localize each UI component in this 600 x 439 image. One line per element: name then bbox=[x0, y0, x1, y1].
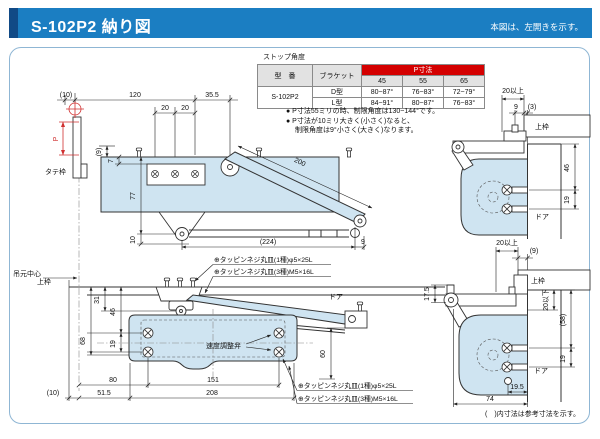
dim-20a-label: 20 bbox=[161, 105, 169, 112]
reference-note: ( )内寸法は参考寸法を示す。 bbox=[485, 411, 580, 418]
dim-151-label: 151 bbox=[207, 377, 219, 384]
vertical-frame-label: タテ枠 bbox=[45, 167, 66, 176]
title-accent-block bbox=[9, 8, 18, 38]
valve-label: 速度調整弁 bbox=[206, 341, 241, 350]
page-title: S-102P2 納り図 bbox=[31, 13, 151, 37]
door-section bbox=[527, 143, 562, 239]
dim-9-label: 9 bbox=[514, 104, 518, 111]
side-view-top: 20以上 9 (3) 上枠 ドア 46 19 bbox=[451, 86, 591, 239]
dim-19-label: 19 bbox=[564, 196, 571, 204]
arm-end-bracket bbox=[344, 310, 368, 329]
dim-19-label: 19 bbox=[560, 355, 567, 363]
dim-17-5-label: 17.5 bbox=[424, 287, 431, 301]
dim-9-label: 9 bbox=[361, 239, 365, 246]
note-line-2: ● P寸法が10ミリ大きく(小さく)なると、 bbox=[286, 117, 415, 125]
p-dim-label: P bbox=[53, 136, 60, 141]
screw-callout-a: ⊕タッピンネジ丸皿(1種)φ5×25L bbox=[214, 255, 313, 264]
dim-19-label: 19 bbox=[110, 340, 117, 348]
dim-20min-label: 20以上 bbox=[496, 238, 518, 247]
col-header-p65: 65 bbox=[443, 75, 485, 87]
table-caption: ストップ角度 bbox=[263, 54, 305, 61]
door-label: ドア bbox=[535, 213, 549, 221]
dim-46-label: 46 bbox=[564, 164, 571, 172]
dim-extensions-top bbox=[64, 93, 231, 155]
front-view: 吊元中心 上枠 ドア 31 46 19 68 bbox=[13, 269, 445, 404]
stop-angle-table: ストップ角度 型 番 ブラケット P寸法 45 55 65 S-102P2 D型… bbox=[257, 52, 485, 109]
note-line-3: 制限角度は9°小さく(大きく)なります。 bbox=[295, 127, 418, 135]
dim-20max-label: 20以下 bbox=[542, 289, 550, 311]
dim-19-5-label: 19.5 bbox=[510, 384, 524, 391]
closer-body-front bbox=[128, 314, 298, 370]
dim-offset-label: (10) bbox=[60, 92, 72, 99]
col-header-bracket: ブラケット bbox=[312, 64, 362, 87]
col-header-p45: 45 bbox=[361, 75, 403, 87]
cell-d-65: 72~79° bbox=[443, 86, 485, 98]
closer-body-section bbox=[458, 314, 528, 396]
screw-callout-b2: ⊕タッピンネジ丸皿(3種)M5×16L bbox=[298, 394, 398, 403]
col-header-p55: 55 bbox=[402, 75, 444, 87]
dim-20min-label: 20以上 bbox=[502, 86, 524, 95]
frame-bracket-section bbox=[503, 130, 527, 142]
head-frame-label: 上枠 bbox=[37, 277, 51, 286]
vertical-frame-section bbox=[72, 116, 82, 179]
notes-block: ● P寸法55ミリの時、制限角度は130~144°です。 ● P寸法が10ミリ大… bbox=[286, 107, 439, 136]
table-row-l: L型 84~91° 80~87° 76~83° bbox=[258, 97, 485, 109]
head-frame-label: 上枠 bbox=[535, 122, 549, 131]
note-line-1: ● P寸法55ミリの時、制限角度は130~144°です。 bbox=[286, 108, 440, 115]
model-number: S-102P2 bbox=[31, 19, 97, 36]
cell-l-bracket: L型 bbox=[312, 97, 362, 109]
door-bracket-section bbox=[513, 274, 528, 295]
cell-l-55: 80~87° bbox=[402, 97, 444, 109]
door-label: ドア bbox=[534, 367, 548, 375]
spindle bbox=[504, 377, 512, 385]
hinge-center-label: 吊元中心 bbox=[13, 269, 41, 278]
dim-208-label: 208 bbox=[206, 390, 218, 397]
doc-type: 納り図 bbox=[101, 19, 152, 36]
head-frame-section bbox=[523, 114, 591, 138]
cell-d-55: 76~83° bbox=[402, 86, 444, 98]
head-frame-section bbox=[517, 269, 591, 291]
side-view-bottom: 20以上 (9) 上枠 ドア 17.5 20以下 (58) bbox=[424, 238, 591, 407]
dim-9ref-label: (9) bbox=[530, 248, 539, 255]
technical-drawing: P タテ枠 (10) 120 35.5 20 20 (9) bbox=[13, 86, 591, 407]
dim-3-label: (3) bbox=[528, 104, 537, 111]
cell-d-bracket: D型 bbox=[312, 86, 362, 98]
closer-body-section bbox=[460, 158, 528, 236]
dim-46-label: 46 bbox=[110, 308, 117, 316]
hinge-crosshair bbox=[66, 100, 84, 118]
dim-77-label: 77 bbox=[130, 192, 137, 200]
dim-20b-label: 20 bbox=[181, 105, 189, 112]
dim-10-label: 10 bbox=[130, 236, 137, 244]
cell-d-45: 80~87° bbox=[361, 86, 403, 98]
dim-58-label: (58) bbox=[560, 314, 567, 326]
dim-224-label: (224) bbox=[260, 239, 276, 246]
head-frame-label: 上枠 bbox=[531, 276, 545, 285]
dim-200-line bbox=[237, 145, 373, 209]
table-row-d: S-102P2 D型 80~87° 76~83° 72~79° bbox=[257, 86, 485, 109]
dim-68-label: 68 bbox=[80, 337, 87, 345]
dim-51-5-label: 51.5 bbox=[97, 390, 111, 397]
title-bar: S-102P2 納り図 本図は、左開きを示す。 bbox=[9, 8, 592, 38]
handing-note: 本図は、左開きを示す。 bbox=[490, 22, 583, 32]
col-header-p: P寸法 bbox=[361, 64, 485, 76]
frame-stop bbox=[80, 163, 88, 179]
link-rod bbox=[189, 229, 349, 238]
dim-7-label: 7 bbox=[108, 159, 115, 163]
cell-model: S-102P2 bbox=[257, 86, 313, 109]
dim-200-label: 200 bbox=[293, 157, 307, 168]
screw-callout-b: ⊕タッピンネジ丸皿(3種)M5×16L bbox=[214, 267, 314, 276]
col-header-model: 型 番 bbox=[257, 64, 313, 87]
dim-35-5-label: 35.5 bbox=[205, 92, 219, 99]
dim-120-label: 120 bbox=[129, 92, 141, 99]
dim-10ref-label: (10) bbox=[47, 390, 59, 397]
dim-60-label: 60 bbox=[320, 350, 327, 358]
dim-9ref-label: (9) bbox=[96, 148, 103, 157]
screw-callout-a2: ⊕タッピンネジ丸皿(1種)φ5×25L bbox=[298, 381, 397, 390]
plan-view: P タテ枠 (10) 120 35.5 20 20 (9) bbox=[45, 92, 373, 294]
cell-l-65: 76~83° bbox=[443, 97, 485, 109]
dim-74-label: 74 bbox=[486, 396, 494, 403]
dim-31-label: 31 bbox=[94, 296, 101, 304]
dim-80-label: 80 bbox=[109, 377, 117, 384]
door-label: ドア bbox=[329, 293, 343, 301]
